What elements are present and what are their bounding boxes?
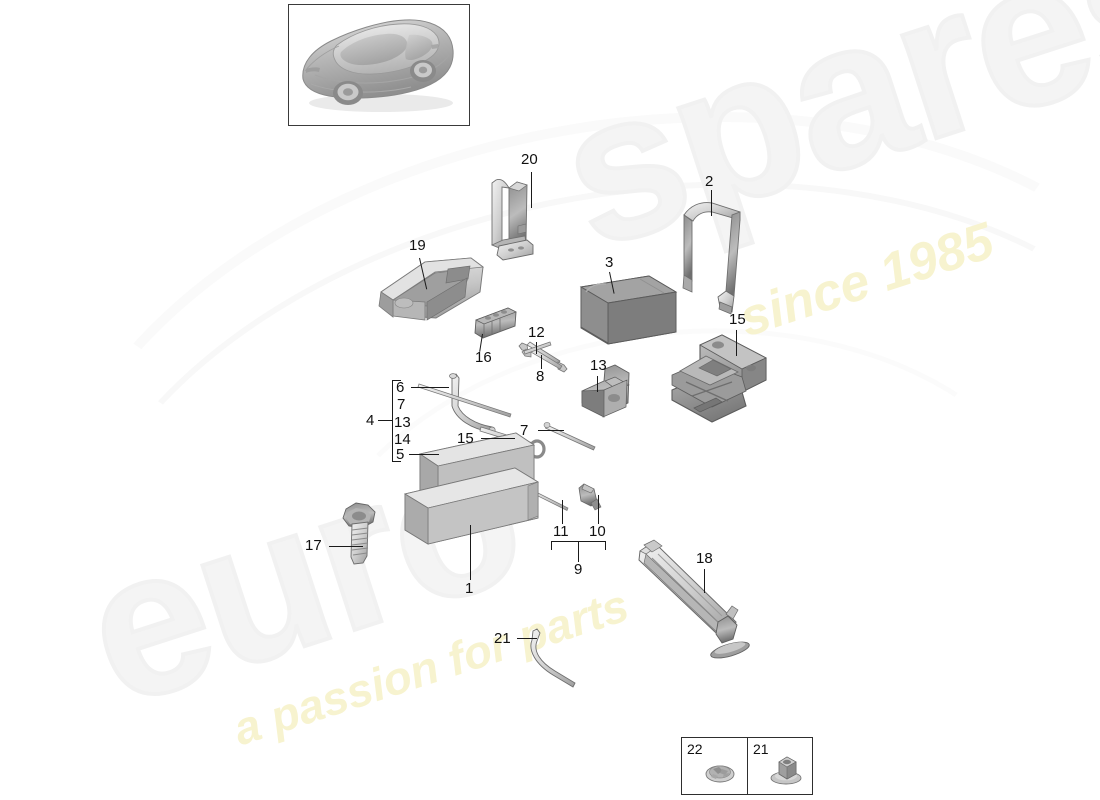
part-extension-rod-left — [417, 383, 512, 418]
part-foam-tool-tray-insert — [403, 467, 540, 545]
leader-20 — [531, 172, 533, 208]
callout-label-13-left: 13 — [394, 414, 411, 431]
part-mounting-bracket — [581, 364, 630, 418]
part-retaining-strap-bracket — [682, 202, 741, 315]
part-foam-holder-tray — [378, 257, 485, 321]
boxed-item-21-label: 21 — [753, 741, 769, 757]
part-open-end-wrench — [523, 341, 552, 355]
vehicle-thumbnail-box — [288, 4, 470, 126]
callout-label-19: 19 — [409, 237, 426, 254]
leader-17 — [329, 546, 363, 548]
part-scissor-jack — [671, 334, 767, 423]
part-screwdriver-handle — [578, 483, 602, 511]
leader-15-right — [736, 330, 738, 356]
part-hold-down-bolt — [342, 502, 376, 565]
boxed-items-row: 22 21 — [681, 737, 813, 795]
callout-label-15-right: 15 — [729, 311, 746, 328]
boxed-item-22-label: 22 — [687, 741, 703, 757]
callout-label-10: 10 — [589, 523, 606, 540]
callout-label-7-right: 7 — [520, 422, 529, 439]
hex-nut-icon — [770, 756, 802, 785]
leader-12 — [536, 342, 538, 354]
callout-label-9: 9 — [574, 561, 583, 578]
callout-label-17: 17 — [305, 537, 322, 554]
part-tool-box-cover — [579, 275, 678, 345]
callout-label-13-right: 13 — [590, 357, 607, 374]
leader-14 — [481, 438, 515, 440]
callout-label-1: 1 — [465, 580, 474, 597]
boxed-item-21: 21 — [747, 738, 812, 794]
part-bent-rod-wrench — [530, 628, 576, 688]
callout-label-3: 3 — [605, 254, 614, 271]
leader-23 — [517, 638, 537, 640]
boxed-item-22: 22 — [682, 738, 747, 794]
callout-label-8: 8 — [536, 368, 545, 385]
callout-label-6: 6 — [396, 379, 405, 396]
part-fuse-puller-strip — [474, 307, 517, 339]
callout-label-12: 12 — [528, 324, 545, 341]
vehicle-illustration — [302, 19, 454, 112]
callout-label-2: 2 — [705, 173, 714, 190]
callout-label-7-left: 7 — [397, 396, 406, 413]
callout-label-15-left: 14 — [394, 431, 411, 448]
leader-1 — [470, 525, 472, 580]
callout-label-11: 11 — [553, 523, 569, 540]
callout-label-18: 18 — [696, 550, 713, 567]
leader-4 — [378, 420, 393, 422]
callout-label-4: 4 — [366, 412, 375, 429]
leader-18 — [704, 569, 706, 593]
callout-label-23: 21 — [494, 630, 511, 647]
leader-13-right — [597, 376, 599, 392]
part-jack-lever-assembly — [638, 539, 750, 659]
leader-7-right — [538, 430, 564, 432]
part-retaining-clamp-bracket — [490, 178, 534, 261]
callout-label-20: 20 — [521, 151, 538, 168]
leader-2 — [711, 190, 713, 216]
leader-11 — [562, 500, 564, 524]
expanding-clip-icon — [705, 765, 735, 783]
leader-5 — [409, 454, 439, 456]
callout-label-5: 5 — [396, 446, 405, 463]
leader-9 — [578, 541, 580, 562]
leader-10 — [598, 495, 600, 524]
callout-label-16: 16 — [475, 349, 492, 366]
callout-label-14: 15 — [457, 430, 474, 447]
leader-8 — [541, 355, 543, 369]
part-extension-rod-right — [543, 422, 596, 451]
leader-6 — [411, 387, 449, 389]
